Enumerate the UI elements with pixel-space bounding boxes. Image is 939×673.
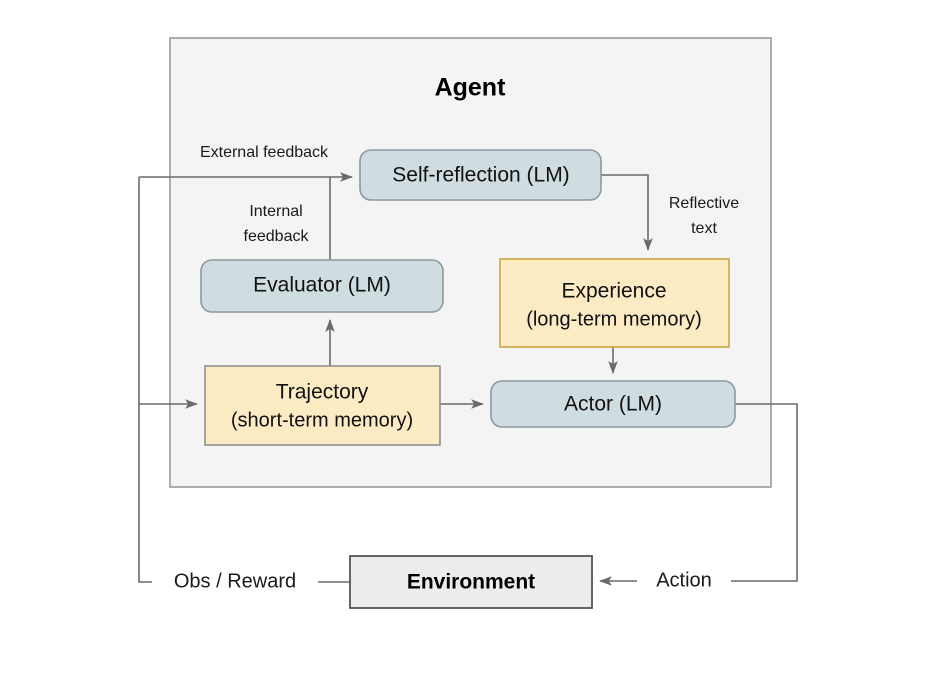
agent-title: Agent (435, 74, 507, 102)
node-experience-sublabel: (long-term memory) (526, 308, 702, 330)
edge-label-external-feedback: External feedback (200, 144, 329, 161)
node-evaluator-label: Evaluator (LM) (253, 274, 391, 297)
edge-label-reflective-text-line1: Reflective (669, 195, 739, 212)
node-trajectory-label: Trajectory (276, 381, 369, 404)
edge-label-reflective-text-line2: text (691, 220, 717, 237)
node-environment-label: Environment (407, 571, 535, 594)
node-self-reflection[interactable] (359, 149, 602, 201)
edge-label-obs-reward: Obs / Reward (174, 570, 296, 592)
node-experience-label: Experience (561, 280, 666, 303)
edge-action-from-actor (731, 403, 798, 582)
node-actor-label: Actor (LM) (564, 393, 662, 416)
node-evaluator[interactable] (200, 259, 444, 313)
node-self-reflection-label: Self-reflection (LM) (392, 164, 569, 187)
edge-reflective-text (601, 174, 653, 251)
node-trajectory[interactable] (204, 365, 441, 446)
edge-label-action: Action (656, 569, 712, 591)
node-trajectory-sublabel: (short-term memory) (231, 409, 413, 431)
edge-obs-reward-bus (138, 177, 152, 583)
node-actor[interactable] (490, 380, 736, 428)
node-experience[interactable] (499, 258, 730, 348)
edge-label-internal-feedback-line2: feedback (244, 228, 310, 245)
node-environment[interactable] (349, 555, 593, 609)
edge-label-internal-feedback-line1: Internal (249, 203, 302, 220)
